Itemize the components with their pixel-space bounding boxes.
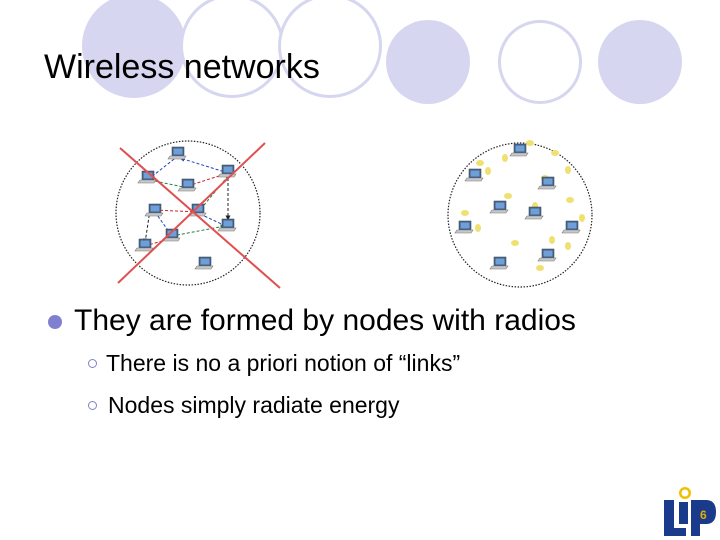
laptop-icon	[134, 238, 154, 252]
laptop-icon	[509, 143, 529, 157]
laptop-icon	[144, 203, 164, 217]
sub-bullet-text: There is no a priori notion of “links”	[106, 350, 461, 376]
laptop-icon	[464, 168, 484, 182]
decor-circle	[598, 20, 682, 104]
decor-circle	[82, 0, 186, 98]
laptop-icon	[454, 220, 474, 234]
decor-circle	[180, 0, 284, 98]
bullet-text: They are formed by nodes with radios	[74, 304, 576, 337]
laptop-icon	[167, 146, 187, 160]
laptop-icon	[537, 248, 557, 262]
laptop-icon	[217, 218, 237, 232]
page-number: 6	[700, 508, 707, 522]
laptop-icon	[524, 206, 544, 220]
slide-title: Wireless networks	[44, 48, 320, 86]
network-figure	[115, 140, 593, 289]
laptop-icon	[177, 178, 197, 192]
laptop-icon	[194, 256, 214, 270]
laptop-icon	[489, 200, 509, 214]
laptop-icon	[489, 256, 509, 270]
cross-icon	[117, 142, 281, 289]
links-diagram	[115, 140, 281, 289]
laptop-icon	[537, 176, 557, 190]
sub-bullet-dot-icon	[88, 401, 97, 410]
decor-circle	[498, 20, 582, 104]
decor-circle	[386, 20, 470, 104]
sub-bullet-text: Nodes simply radiate energy	[108, 392, 400, 418]
decor-circle	[278, 0, 382, 98]
sub-bullet-dot-icon	[88, 359, 97, 368]
radio-wave-icon	[461, 140, 585, 271]
radiation-diagram	[447, 140, 593, 288]
laptop-icon	[561, 220, 581, 234]
lip-logo	[664, 487, 716, 536]
bullet-dot-icon	[48, 315, 62, 329]
